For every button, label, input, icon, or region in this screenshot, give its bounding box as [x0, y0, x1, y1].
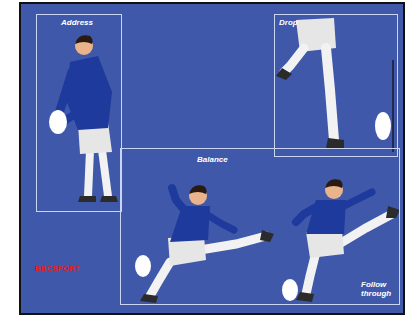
drop-line	[392, 60, 394, 152]
watermark: BBCSPORT	[35, 264, 80, 273]
arm	[296, 206, 318, 222]
balance-player	[135, 185, 274, 303]
arm	[206, 214, 234, 230]
ball	[375, 112, 391, 140]
address-player	[49, 35, 118, 202]
phase-label: Follow through	[361, 280, 395, 298]
hair	[325, 179, 343, 188]
shirt	[66, 56, 112, 130]
leg	[98, 150, 112, 196]
phase-box: BalanceFollow through	[120, 148, 400, 305]
phase-box: Address	[36, 14, 122, 212]
leg	[306, 252, 316, 294]
boot	[140, 294, 158, 303]
boot	[100, 196, 118, 202]
boot	[276, 68, 292, 80]
boot	[296, 292, 314, 302]
leg	[284, 48, 304, 72]
leg	[200, 236, 266, 250]
boot	[260, 230, 274, 242]
drop-player	[276, 18, 393, 152]
leg	[84, 150, 94, 196]
arm	[66, 70, 96, 120]
arm	[58, 72, 72, 116]
hair	[189, 185, 207, 194]
boot	[386, 206, 400, 218]
arm	[172, 188, 186, 212]
ball	[282, 279, 298, 301]
shorts	[306, 230, 344, 258]
hair	[75, 35, 93, 44]
leg	[150, 262, 170, 296]
ball	[135, 255, 151, 277]
arm	[344, 192, 372, 206]
leg	[326, 48, 334, 140]
boot	[78, 196, 96, 202]
boot	[326, 138, 344, 148]
follow-through-player	[282, 179, 400, 302]
phase-label: Drop	[279, 18, 298, 27]
phase-label: Balance	[197, 155, 228, 164]
background-panel	[20, 3, 404, 314]
ball	[49, 110, 67, 134]
phase-label: Address	[61, 18, 93, 27]
phase-box: Drop	[274, 14, 398, 157]
